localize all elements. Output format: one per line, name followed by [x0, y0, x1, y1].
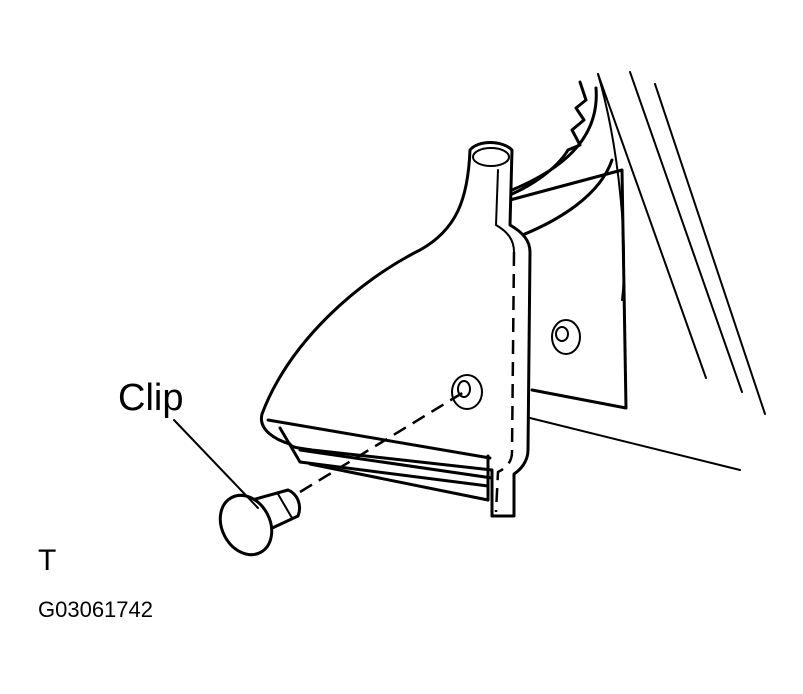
bracket	[259, 141, 532, 518]
clip-label: Clip	[118, 377, 184, 419]
door-frame	[529, 71, 766, 471]
bracket-top-opening	[472, 147, 510, 167]
clip	[218, 488, 302, 557]
alignment-line	[299, 390, 465, 494]
bracket-hole-outer	[451, 374, 483, 410]
mounting-plate	[508, 80, 628, 410]
bracket-hole-inner	[457, 380, 471, 398]
plate-hole-outer	[551, 319, 581, 355]
clip-leader-line	[173, 419, 259, 509]
figure-code: G03061742	[38, 597, 153, 622]
plate-hole-inner	[555, 326, 569, 342]
clip-head	[218, 493, 274, 557]
view-letter: T	[38, 544, 57, 577]
